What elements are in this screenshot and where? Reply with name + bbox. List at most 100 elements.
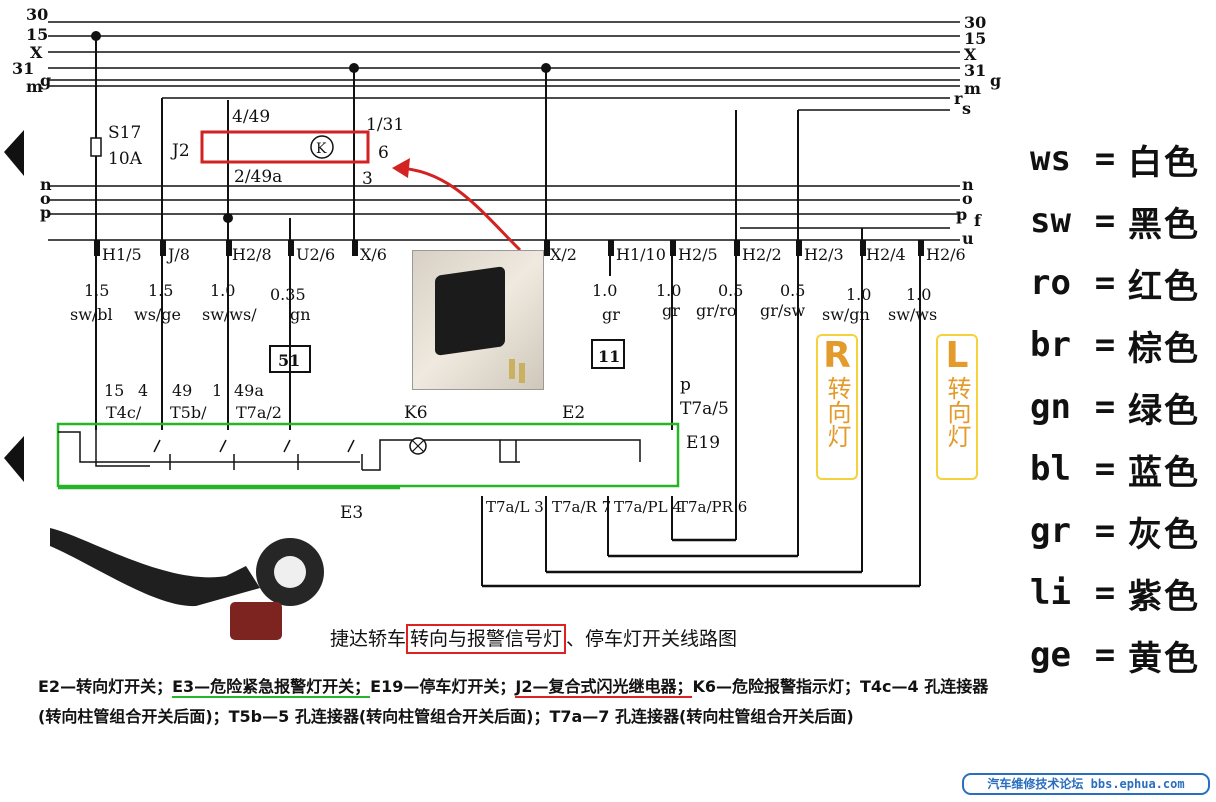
bus-label: p [40,203,51,222]
diagram-caption: 捷达轿车转向与报警信号灯、停车灯开关线路图 [330,624,738,654]
right-text: 转向灯 [823,376,851,448]
k6-label: K6 [404,403,428,423]
bus-label: u [962,229,974,248]
left-letter: L [945,335,969,376]
left-arrow-icon[interactable] [4,130,24,176]
bottom-pin: T7a/R 7 [552,498,611,516]
bus-label: o [40,189,51,208]
red-pointer-arrow [397,166,522,252]
desc-e2: E2—转向灯开关； [38,677,173,696]
left-turn-signal-label: L 转向灯 [936,334,978,480]
bus-label: r [954,89,963,108]
legend-row: ge=黄色 [1030,635,1200,679]
wire-color: gr [602,305,620,324]
bottom-pin: T7a/PL 4 [614,498,682,516]
switch-pin: T5b/ [170,403,207,422]
bus-label: X [30,43,43,62]
wire-size: 0.35 [270,285,306,304]
bus-label: n [962,175,974,194]
component-description: E2—转向灯开关；E3—危险紧急报警灯开关；E19—停车灯开关；J2—复合式闪光… [38,672,998,732]
caption-prefix: 捷达轿车 [330,628,407,650]
wire-color: sw/ws/ [202,305,257,324]
bottom-pin: T7a/L 3 [486,498,544,516]
e3-switch-frame [56,422,680,488]
caption-highlight: 转向与报警信号灯 [406,624,567,654]
connector-label: X/2 [550,245,577,264]
desc-e3: E3—危险紧急报警灯开关； [172,677,371,698]
bus-label: 31 [12,59,34,78]
right-letter: R [823,335,851,376]
relay-pin: 3 [362,169,373,189]
connector-label: H2/3 [804,245,844,264]
legend-row: br=棕色 [1030,325,1200,369]
t7a5-label: T7a/5 [680,399,729,419]
right-turn-signal-label: R 转向灯 [816,334,858,480]
legend-row: gr=灰色 [1030,511,1200,555]
return-wires [482,538,920,588]
connector-label: H2/5 [678,245,718,264]
switch-pin: 15 [104,381,124,400]
connector-ticks [94,240,924,256]
wire-size: 0.5 [718,281,743,300]
connector-label: U2/6 [296,245,335,264]
switch-pin: 49a [234,381,264,400]
bus-label: o [962,189,973,208]
wire-color: sw/bl [70,305,113,324]
legend-row: sw=黑色 [1030,201,1200,245]
caption-suffix: 、停车灯开关线路图 [566,628,738,650]
bus-label: X [964,45,977,64]
wire-color: gr/sw [760,301,805,320]
wire-color: gr [662,301,680,320]
bus-label: s [962,99,971,118]
connector-label: J/8 [166,245,190,264]
bus-label: g [40,71,51,90]
connector-label: H2/2 [742,245,782,264]
bus-label: p [956,205,967,224]
switch-pin: T7a/2 [236,403,282,422]
bus-label: 15 [964,29,986,48]
wire-size: 1.0 [846,285,871,304]
wire-size: 1.0 [656,281,681,300]
relay-coil-icon [310,135,334,159]
desc-j2: J2—复合式闪光继电器； [515,677,693,698]
wire-size: 1.0 [906,285,931,304]
wire-color: sw/gn [822,305,870,324]
relay-body-icon [435,266,505,356]
bus-label: 31 [964,61,986,80]
p-label: p [680,375,691,395]
bus-label: f [974,211,982,230]
e2-label: E2 [562,403,585,423]
legend-row: gn=绿色 [1030,387,1200,431]
relay-name: J2 [170,141,190,161]
legend-row: li=紫色 [1030,573,1200,617]
switch-pin: 1 [212,381,222,400]
relay-k-symbol: K [316,141,327,157]
connector-label: H1/10 [616,245,666,264]
box-11-frame [591,339,625,369]
bus-label: g [990,71,1001,90]
site-watermark[interactable]: 汽车维修技术论坛 bbs.ephua.com [962,773,1210,795]
bus-label: n [40,175,52,194]
left-arrow-icon[interactable] [4,436,24,482]
vertical-wires [95,36,921,586]
wire-color: gr/ro [696,301,737,320]
switch-pin: 4 [138,381,148,400]
left-text: 转向灯 [943,376,971,448]
fuse-label: S17 [108,123,141,143]
box-51-label: 51 [278,351,300,370]
wire-size: 1.0 [210,281,235,300]
bus-label: 30 [26,5,48,24]
junction-dots [91,31,551,223]
bus-lines [48,21,960,241]
relay-pin: 4/49 [232,107,270,127]
relay-pin: 1/31 [366,115,404,135]
desc-rest: K6—危险报警指示灯；T4c—4 孔连接器(转向柱管组合开关后面)；T5b—5 … [38,677,989,726]
connector-label: H2/4 [866,245,906,264]
bus-label: m [964,79,981,98]
legend-row: ro=红色 [1030,263,1200,307]
connector-label: H1/5 [102,245,142,264]
connector-label: H2/8 [232,245,272,264]
color-legend: ws=白色 sw=黑色 ro=红色 br=棕色 gn=绿色 bl=蓝色 gr=灰… [1030,128,1210,686]
